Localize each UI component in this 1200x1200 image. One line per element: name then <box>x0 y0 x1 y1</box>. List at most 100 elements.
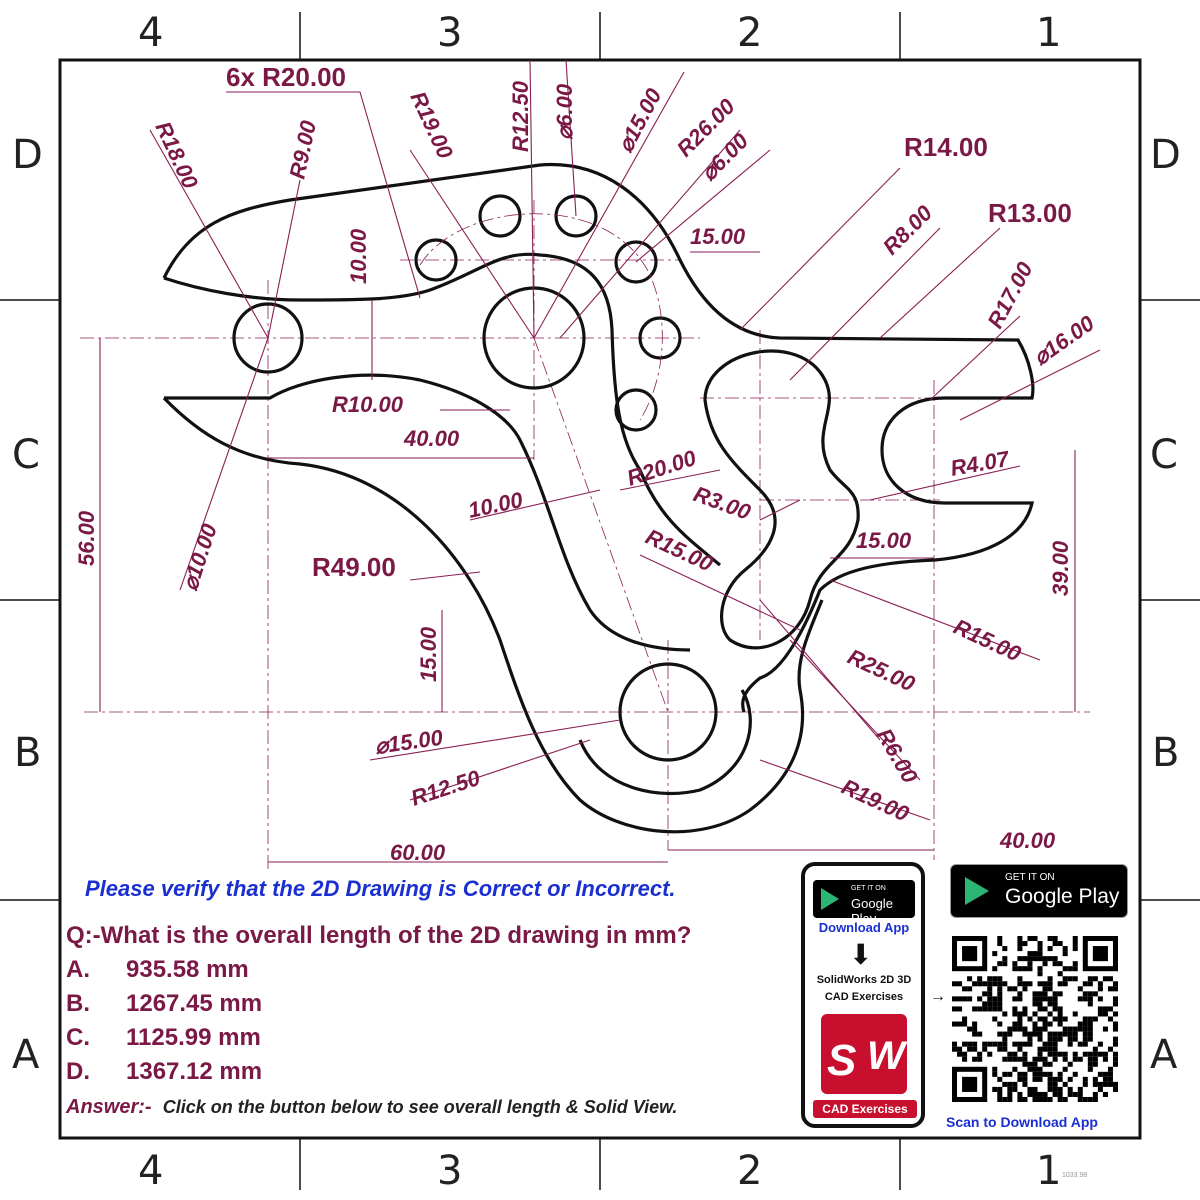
zone-row-right-a: A <box>1150 1032 1178 1078</box>
google-play-badge-small[interactable]: GET IT ON Google Play <box>813 880 915 926</box>
get-it-on-label: GET IT ON <box>1005 872 1055 883</box>
dim-d15-bottom: ⌀15.00 <box>373 725 445 759</box>
answer-hint: Click on the button below to see overall… <box>162 1097 678 1117</box>
upper-slot <box>163 252 722 567</box>
option-value: 935.58 mm <box>126 956 249 983</box>
dim-d16: ⌀16.00 <box>1029 310 1100 370</box>
answer-label: Answer:- <box>66 1096 152 1118</box>
google-play-label: Google Play <box>851 896 893 926</box>
dim-r10: R10.00 <box>332 392 404 417</box>
dim-v56: 56.00 <box>74 510 99 566</box>
zone-row-right-b: B <box>1152 730 1179 776</box>
arrow-down-icon: ⬇ <box>849 939 873 970</box>
lower-body <box>162 396 824 834</box>
dim-r6: R6.00 <box>872 724 923 788</box>
option-letter: A. <box>66 956 90 983</box>
zone-row-left-d: D <box>12 132 43 178</box>
dim-r15-right: R15.00 <box>950 614 1026 667</box>
google-play-label: Google Play <box>1005 885 1120 908</box>
option-b[interactable]: B.1267.45 mm <box>66 990 262 1018</box>
phone-promo[interactable]: GET IT ON Google Play Download App ⬇ Sol… <box>801 862 925 1128</box>
bolt-hole-2 <box>478 194 522 238</box>
zone-col-top-1: 4 <box>138 10 163 56</box>
dim-r18: R18.00 <box>150 118 203 194</box>
option-letter: C. <box>66 1024 90 1051</box>
bolt-hole-5 <box>638 316 682 360</box>
dim-d10: ⌀10.00 <box>177 520 222 593</box>
boss-ring <box>578 689 752 796</box>
zone-ticks <box>0 12 1200 1190</box>
boss-inner <box>618 662 718 762</box>
dim-h10: 10.00 <box>466 487 526 523</box>
zone-col-bottom-1: 4 <box>138 1148 163 1194</box>
zone-row-left-b: B <box>14 730 41 776</box>
get-it-on-label: GET IT ON <box>851 885 886 892</box>
dim-r13: R13.00 <box>988 198 1072 228</box>
dim-r14: R14.00 <box>904 132 988 162</box>
dim-r8: R8.00 <box>878 200 938 260</box>
option-letter: D. <box>66 1058 90 1085</box>
logo-w: W <box>867 1034 905 1078</box>
dim-r19-top: R19.00 <box>405 88 458 164</box>
drawing-id: 1033.98 <box>1062 1172 1088 1179</box>
verify-prompt: Please verify that the 2D Drawing is Cor… <box>85 876 676 901</box>
play-store-icon <box>821 888 839 910</box>
dim-d6-top: ⌀6.00 <box>552 83 577 140</box>
zone-col-top-3: 2 <box>737 10 762 56</box>
dim-r4-07: R4.07 <box>949 446 1013 481</box>
dim-r12-50-top: R12.50 <box>508 80 533 152</box>
zone-col-bottom-3: 2 <box>737 1148 762 1194</box>
option-value: 1367.12 mm <box>126 1058 263 1085</box>
logo-s: S <box>827 1036 857 1085</box>
sw-title-line1: SolidWorks 2D 3D <box>816 974 912 986</box>
bolt-circle <box>419 213 663 421</box>
zone-row-right-d: D <box>1150 132 1181 178</box>
dim-v15: 15.00 <box>416 626 441 682</box>
dim-v10: 10.00 <box>346 228 371 284</box>
dim-v39: 39.00 <box>1048 540 1073 596</box>
dim-r17: R17.00 <box>982 257 1038 332</box>
option-a[interactable]: A. 935.58 mm <box>66 956 249 984</box>
qr-code[interactable] <box>952 936 1118 1102</box>
scan-to-download-label: Scan to Download App <box>946 1114 1098 1130</box>
cad-exercises-button[interactable]: CAD Exercises <box>813 1100 917 1118</box>
arrow-right-icon: → <box>930 988 946 1005</box>
bolt-hole-6 <box>614 388 658 432</box>
option-d[interactable]: D. 1367.12 mm <box>66 1058 262 1086</box>
dim-r12-50-bottom: R12.50 <box>408 765 484 811</box>
play-store-icon <box>965 877 989 905</box>
dim-h40: 40.00 <box>403 426 460 451</box>
hole-left <box>232 302 304 374</box>
dim-r20: R20.00 <box>624 445 700 491</box>
inner-slot <box>703 349 860 650</box>
dim-r3: R3.00 <box>690 481 754 525</box>
answer-line: Answer:- Click on the button below to se… <box>66 1096 677 1119</box>
zone-row-left-a: A <box>12 1032 40 1078</box>
option-value: 1125.99 mm <box>126 1024 261 1051</box>
dim-h60: 60.00 <box>390 840 446 865</box>
dim-r9: R9.00 <box>284 118 321 181</box>
download-app-label[interactable]: Download App <box>818 920 910 935</box>
option-c[interactable]: C. 1125.99 mm <box>66 1024 261 1052</box>
dim-r49: R49.00 <box>312 552 396 582</box>
hole-center <box>482 286 586 390</box>
centerlines <box>80 200 1090 870</box>
dimension-lines <box>99 59 1101 863</box>
zone-col-top-4: 1 <box>1036 10 1061 56</box>
dim-15-top: 15.00 <box>690 224 746 249</box>
bolt-hole-4 <box>614 240 658 284</box>
question-text: Q:-What is the overall length of the 2D … <box>66 922 692 949</box>
dim-r25: R25.00 <box>844 644 920 697</box>
google-play-badge[interactable]: GET IT ON Google Play <box>950 864 1128 918</box>
solidworks-logo: S W <box>821 1014 907 1094</box>
part-outline <box>162 162 1035 834</box>
bolt-hole-1 <box>414 238 458 282</box>
zone-col-bottom-4: 1 <box>1036 1148 1061 1194</box>
dim-6x-r20: 6x R20.00 <box>226 62 346 92</box>
upper-jaw <box>162 162 1035 713</box>
zone-row-right-c: C <box>1150 432 1178 478</box>
option-letter: B. <box>66 990 90 1017</box>
zone-col-top-2: 3 <box>437 10 462 56</box>
